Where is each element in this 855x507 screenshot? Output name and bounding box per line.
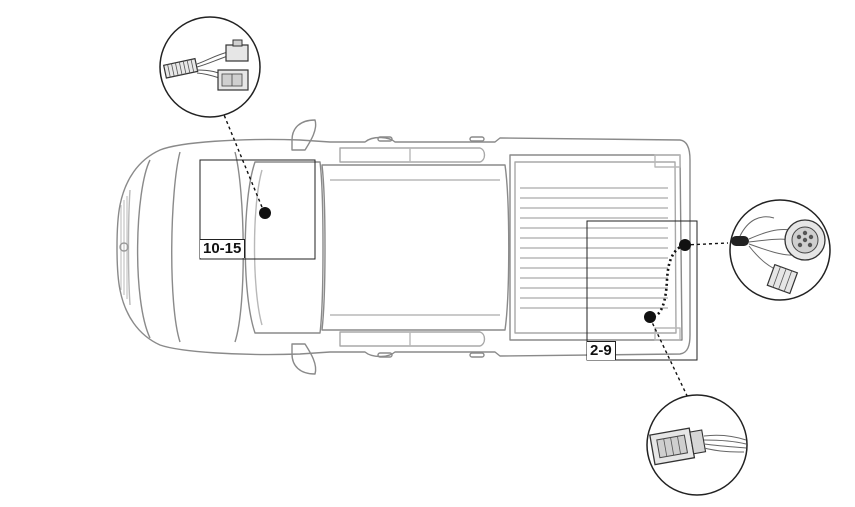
round-socket-connector-icon — [729, 199, 831, 301]
rear-socket-point — [679, 239, 691, 251]
front-callout-label: 10-15 — [200, 239, 246, 258]
plug-connector-icon — [646, 394, 748, 496]
rear-lamp-point — [644, 311, 656, 323]
rear-callout-box — [586, 220, 698, 361]
pickup-truck-top-view — [116, 119, 691, 375]
leader-lines — [221, 109, 729, 403]
bed-wiring-route — [649, 243, 685, 319]
front-connection-point — [259, 207, 271, 219]
front-callout-box — [199, 159, 316, 260]
wiring-harness-connector-icon — [159, 16, 261, 118]
rear-callout-label: 2-9 — [587, 341, 616, 360]
truck-bed-ribs — [520, 187, 668, 309]
